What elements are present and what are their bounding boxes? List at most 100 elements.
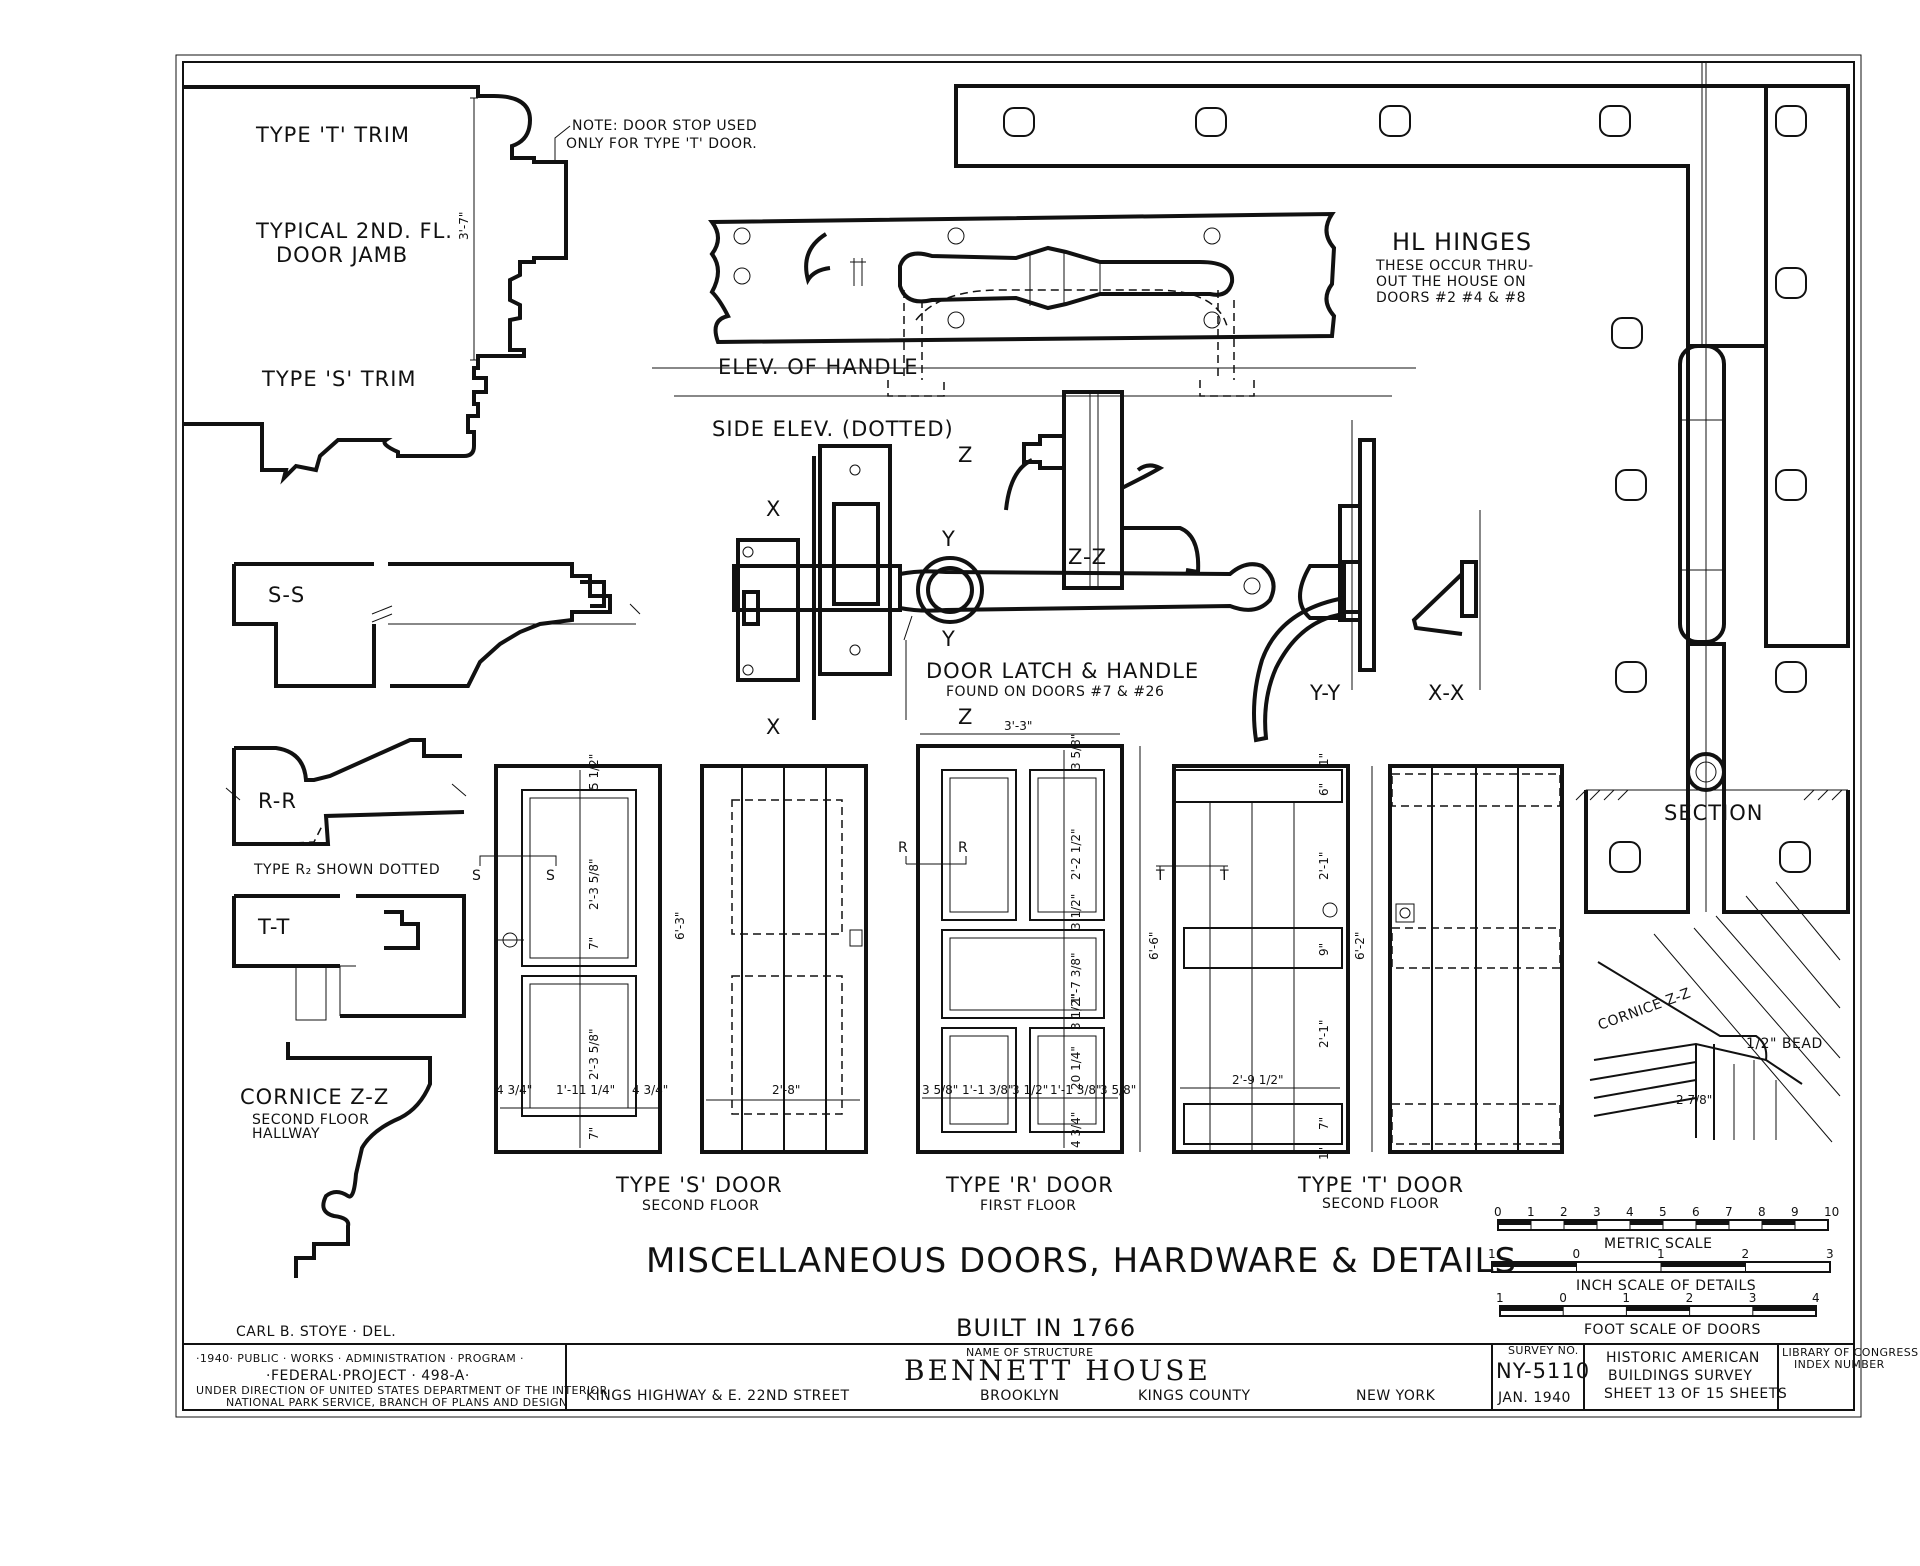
door-s-w1: 4 3/4" — [496, 1083, 532, 1097]
door-t-title: TYPE 'T' DOOR — [1297, 1173, 1464, 1197]
door-type-t-front — [1172, 764, 1350, 1154]
type-s-trim-label: TYPE 'S' TRIM — [261, 367, 417, 391]
section-t-t-label: T-T — [257, 915, 290, 939]
door-type-t-back — [1371, 764, 1564, 1154]
foot-scale-tick-label: 1 — [1622, 1291, 1630, 1305]
door-t-d1: 6" — [1317, 783, 1331, 796]
wpa-line1: ·1940· PUBLIC · WORKS · ADMINISTRATION ·… — [196, 1352, 524, 1365]
cornice-right-title: CORNICE Z-Z — [1596, 985, 1693, 1033]
wpa-line2: ·FEDERAL·PROJECT · 498-A· — [266, 1368, 470, 1384]
door-r-cut-line — [905, 856, 967, 865]
door-s-w2: 1'-11 1/4" — [556, 1083, 615, 1097]
main-title: MISCELLANEOUS DOORS, HARDWARE & DETAILS — [646, 1241, 1517, 1281]
door-s-rail: 7" — [587, 937, 601, 950]
door-t-sub: SECOND FLOOR — [1322, 1196, 1439, 1212]
door-stop-note-1: NOTE: DOOR STOP USED — [572, 118, 757, 134]
section-y-y — [1252, 420, 1376, 743]
door-jamb-label-1: TYPICAL 2ND. FL. — [255, 219, 453, 243]
metric-scale-tick-label: 3 — [1593, 1205, 1601, 1219]
section-x-x — [1411, 510, 1481, 690]
door-r-p1: 2'-2 1/2" — [1069, 828, 1083, 880]
inch-scale-tick-label: 0 — [1573, 1247, 1581, 1261]
door-s-title: TYPE 'S' DOOR — [615, 1173, 783, 1197]
cornice-left-sub1: SECOND FLOOR — [252, 1112, 369, 1128]
cornice-left-title: CORNICE Z-Z — [240, 1085, 389, 1109]
metric-scale-tick-label: 7 — [1725, 1205, 1733, 1219]
y-mark-top: Y — [941, 527, 956, 551]
door-t-cut-left: T — [1155, 868, 1165, 884]
section-r-r — [225, 738, 467, 846]
metric-scale-tick-label: 1 — [1527, 1205, 1535, 1219]
door-t-cut-right: T — [1219, 868, 1229, 884]
cornice-right-bead: 1/2" BEAD — [1746, 1036, 1823, 1052]
handle-plate — [708, 211, 1337, 345]
door-r-r1: 3 1/2" — [1069, 894, 1083, 930]
inch-scale-tick-label: 1 — [1657, 1247, 1665, 1261]
metric-scale-segment — [1630, 1220, 1663, 1225]
hinge-section-label: SECTION — [1664, 801, 1764, 825]
section-z-z-hardware — [1004, 390, 1201, 590]
metric-scale-tick-label: 9 — [1791, 1205, 1799, 1219]
foot-scale-tick-label: 0 — [1559, 1291, 1567, 1305]
door-jamb-profile: 3'-7" — [184, 85, 571, 485]
section-r-r-note: TYPE R₂ SHOWN DOTTED — [253, 862, 440, 878]
zz-label: Z-Z — [1068, 545, 1107, 569]
foot-scale-tick-label: 4 — [1812, 1291, 1820, 1305]
door-t-bottom: 1" — [1317, 1147, 1331, 1160]
door-type-s-front — [494, 764, 662, 1154]
handle-side-elevation-dotted — [887, 289, 1255, 397]
door-s-height: 6'-3" — [673, 912, 687, 940]
delineator: CARL B. STOYE · DEL. — [236, 1324, 396, 1340]
yy-label: Y-Y — [1309, 681, 1341, 705]
door-r-p2: 1'-7 3/8" — [1069, 952, 1083, 1004]
inch-scale-segment — [1661, 1262, 1746, 1267]
foot-scale-segment — [1752, 1306, 1816, 1311]
foot-scale-label: FOOT SCALE OF DOORS — [1584, 1322, 1761, 1338]
foot-scale-segment — [1626, 1306, 1690, 1311]
foot-scale-tick-label: 1 — [1496, 1291, 1504, 1305]
z-mark-top: Z — [958, 443, 973, 467]
door-t-d2: 2'-1" — [1317, 852, 1331, 880]
door-s-cut-line — [479, 855, 557, 866]
survey-no-label: SURVEY NO. — [1508, 1344, 1579, 1357]
foot-scale-tick-label: 2 — [1686, 1291, 1694, 1305]
door-r-w2: 1'-1 3/8" — [962, 1083, 1014, 1097]
cornice-right-dim: 2 7/8" — [1676, 1093, 1712, 1107]
door-s-panel1: 2'-3 5/8" — [587, 858, 601, 910]
survey-no: NY-5110 — [1496, 1359, 1590, 1383]
door-t-cut-line — [1156, 865, 1228, 874]
type-t-trim-label: TYPE 'T' TRIM — [255, 123, 410, 147]
door-r-title: TYPE 'R' DOOR — [945, 1173, 1114, 1197]
door-t-d5: 7" — [1317, 1117, 1331, 1130]
loc-line2: INDEX NUMBER — [1794, 1358, 1885, 1371]
name-of-structure-label: NAME OF STRUCTURE — [966, 1346, 1093, 1359]
latch-found-label: FOUND ON DOORS #7 & #26 — [946, 684, 1164, 700]
metric-scale-segment — [1696, 1220, 1729, 1225]
door-s-w3: 4 3/4" — [632, 1083, 668, 1097]
door-t-top: 1" — [1317, 753, 1331, 766]
inch-scale-tick-label: 3 — [1826, 1247, 1834, 1261]
hl-hinges-line2: OUT THE HOUSE ON — [1376, 274, 1526, 290]
door-r-p3: 20 1/4" — [1069, 1046, 1083, 1090]
cornice-left-profile — [286, 1042, 432, 1278]
door-type-r — [916, 733, 1141, 1154]
hl-hinge — [954, 62, 1850, 914]
metric-scale-tick-label: 4 — [1626, 1205, 1634, 1219]
section-s-s — [232, 562, 641, 688]
cornice-left-sub2: HALLWAY — [252, 1126, 320, 1142]
z-mark-bottom: Z — [958, 705, 973, 729]
section-s-s-label: S-S — [268, 583, 305, 607]
door-r-sub: FIRST FLOOR — [980, 1198, 1076, 1214]
cornice-right-isometric — [1589, 881, 1841, 1143]
door-r-w3: 3 1/2" — [1012, 1083, 1048, 1097]
address-state: NEW YORK — [1356, 1388, 1436, 1404]
door-r-r2: 3 1/2" — [1069, 994, 1083, 1030]
door-s-cut-right: S — [546, 868, 555, 884]
foot-scale-tick-label: 3 — [1749, 1291, 1757, 1305]
door-t-d4: 2'-1" — [1317, 1020, 1331, 1048]
address-street: KINGS HIGHWAY & E. 22ND STREET — [586, 1388, 850, 1404]
metric-scale-tick-label: 0 — [1494, 1205, 1502, 1219]
loc-line1: LIBRARY OF CONGRESS — [1782, 1346, 1919, 1359]
